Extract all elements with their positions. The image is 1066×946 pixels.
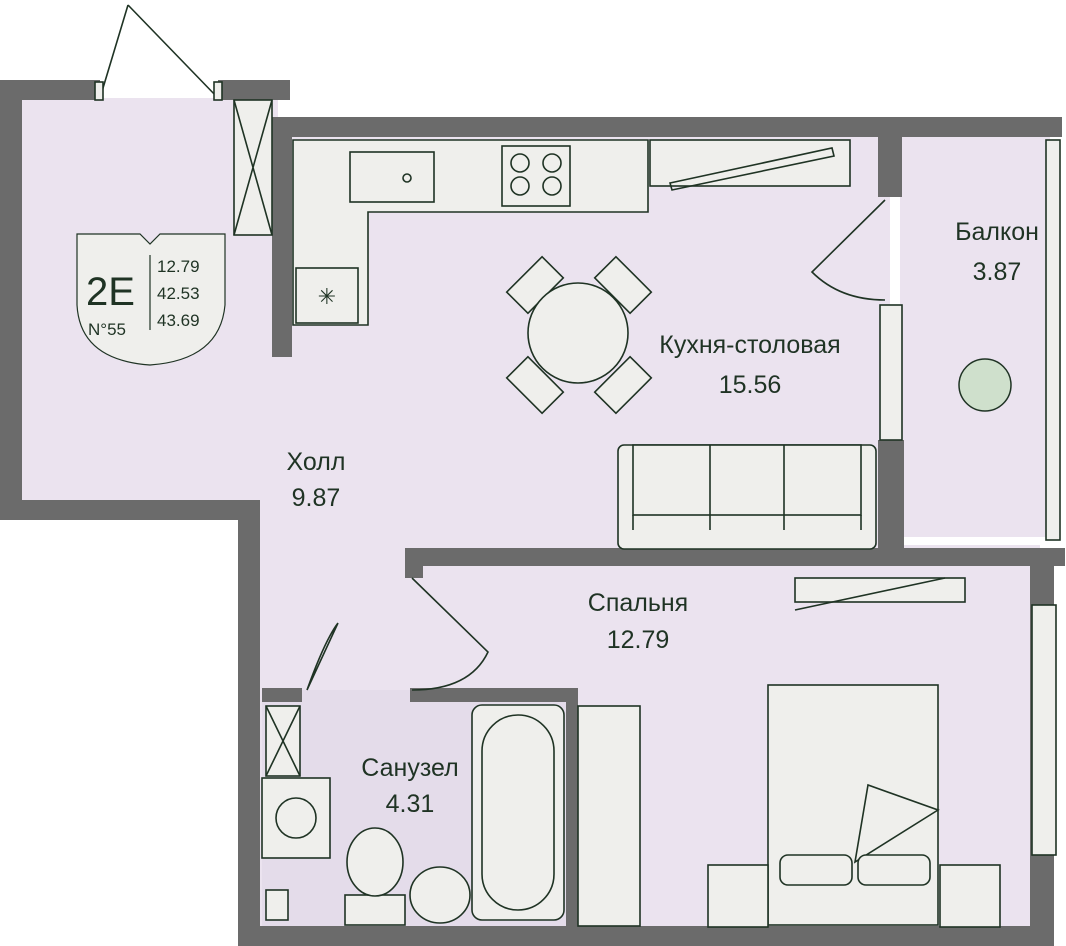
balcony-name: Балкон — [955, 218, 1039, 246]
bathroom-name: Санузел — [361, 754, 458, 782]
hall-name: Холл — [287, 448, 346, 476]
apartment-badge: 2E N°55 12.79 42.53 43.69 — [76, 233, 226, 366]
walls — [0, 80, 1065, 946]
plant-icon — [958, 358, 1012, 412]
svg-text:✳: ✳ — [318, 285, 336, 310]
apartment-type: 2E — [86, 270, 135, 314]
dining-table — [505, 255, 653, 415]
windows — [233, 99, 1061, 856]
doors — [94, 4, 886, 691]
bedroom-area: 12.79 — [607, 626, 670, 654]
sofa — [617, 444, 877, 550]
bedroom-furniture — [577, 577, 1001, 928]
kitchen-area: 15.56 — [719, 371, 782, 399]
hall-area: 9.87 — [292, 484, 341, 512]
area-living: 12.79 — [157, 257, 200, 276]
area-with-balcony: 43.69 — [157, 311, 200, 330]
area-total: 42.53 — [157, 284, 200, 303]
room-labels: Балкон 3.87 Кухня-столовая 15.56 Холл 9.… — [287, 218, 1039, 818]
stove-icon — [501, 145, 571, 207]
sink-icon — [349, 151, 435, 203]
bathroom-fixtures — [261, 704, 565, 926]
kitchen-name: Кухня-столовая — [659, 331, 840, 359]
bathroom-area: 4.31 — [386, 790, 435, 818]
kitchen-counter: ✳ — [292, 139, 851, 326]
balcony-area: 3.87 — [973, 258, 1022, 286]
bedroom-name: Спальня — [588, 589, 688, 617]
apartment-number: N°55 — [88, 320, 126, 339]
